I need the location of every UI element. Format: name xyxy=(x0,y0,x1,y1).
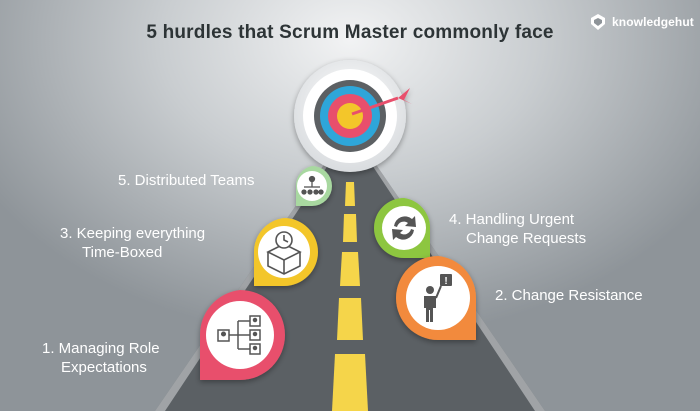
shield-logo-icon xyxy=(591,14,605,30)
clock-box-icon xyxy=(266,231,302,275)
hurdle-label-time-boxed: 3. Keeping everything Time-Boxed xyxy=(60,224,205,262)
hurdle-label-line2: Expectations xyxy=(61,359,147,376)
hurdle-label-line2: Time-Boxed xyxy=(82,244,163,261)
role-mapping-icon xyxy=(217,315,261,355)
hurdle-label-line1: 5. Distributed Teams xyxy=(118,172,255,189)
road-center-dashes xyxy=(332,182,368,411)
hurdle-label-urgent-change: 4. Handling Urgent Change Requests xyxy=(449,210,586,248)
hurdle-label-line1: 2. Change Resistance xyxy=(495,287,643,304)
target-dart-icon xyxy=(294,60,412,172)
page-title: 5 hurdles that Scrum Master commonly fac… xyxy=(146,22,554,43)
svg-text:!: ! xyxy=(444,276,447,287)
person-sign-icon: ! xyxy=(424,274,452,322)
hurdle-label-role-expectations: 1. Managing Role Expectations xyxy=(42,339,160,377)
org-chart-icon xyxy=(301,175,324,195)
pin-time-boxed xyxy=(253,218,318,286)
brand-name: knowledgehut xyxy=(612,15,694,29)
hurdle-label-line1: 4. Handling Urgent xyxy=(449,211,575,228)
hurdle-label-line1: 3. Keeping everything xyxy=(60,225,206,242)
hurdle-label-change-resistance: 2. Change Resistance xyxy=(495,286,643,305)
hurdle-label-line1: 1. Managing Role xyxy=(42,340,160,357)
hurdle-label-line2: Change Requests xyxy=(466,230,587,247)
brand-logo[interactable]: knowledgehut xyxy=(588,12,694,32)
refresh-arrows-icon xyxy=(392,216,416,240)
hurdle-label-distributed-teams: 5. Distributed Teams xyxy=(118,171,254,190)
